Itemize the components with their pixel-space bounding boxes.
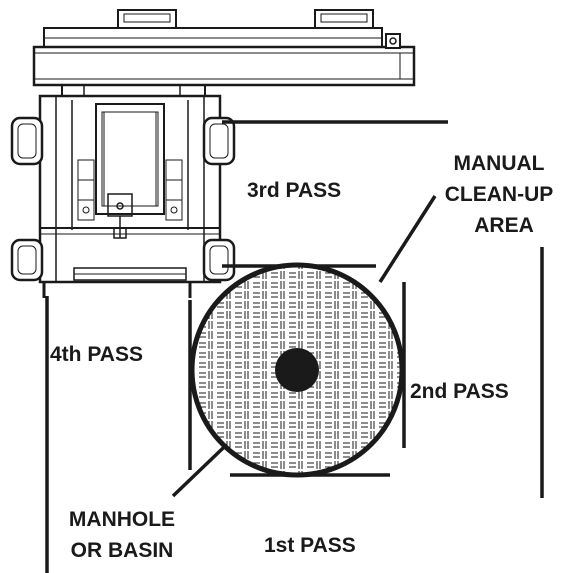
manhole-label-line1: MANHOLE — [69, 508, 175, 531]
wheel-rear-right — [202, 238, 236, 282]
manhole-cover — [189, 262, 405, 478]
sweeper-machine — [10, 9, 416, 298]
first-pass-label: 1st PASS — [264, 534, 356, 557]
chassis — [38, 94, 222, 284]
fourth-pass-label: 4th PASS — [50, 343, 143, 366]
second-pass-label: 2nd PASS — [410, 380, 509, 403]
manual-cleanup-label-line3: AREA — [474, 214, 534, 237]
manual-area-leader — [378, 195, 437, 283]
third-pass-label: 3rd PASS — [247, 179, 341, 202]
manual-cleanup-label-line2: CLEAN-UP — [445, 183, 554, 206]
deck-knob — [385, 33, 401, 49]
manual-cleanup-label-line1: MANUAL — [454, 152, 545, 175]
wheel-rear-left — [10, 238, 44, 282]
wheel-front-left — [10, 116, 44, 166]
wheel-front-right — [202, 116, 236, 166]
manhole-center-hole — [275, 348, 319, 392]
hopper — [95, 103, 165, 215]
manhole-label-line2: OR BASIN — [71, 539, 174, 562]
